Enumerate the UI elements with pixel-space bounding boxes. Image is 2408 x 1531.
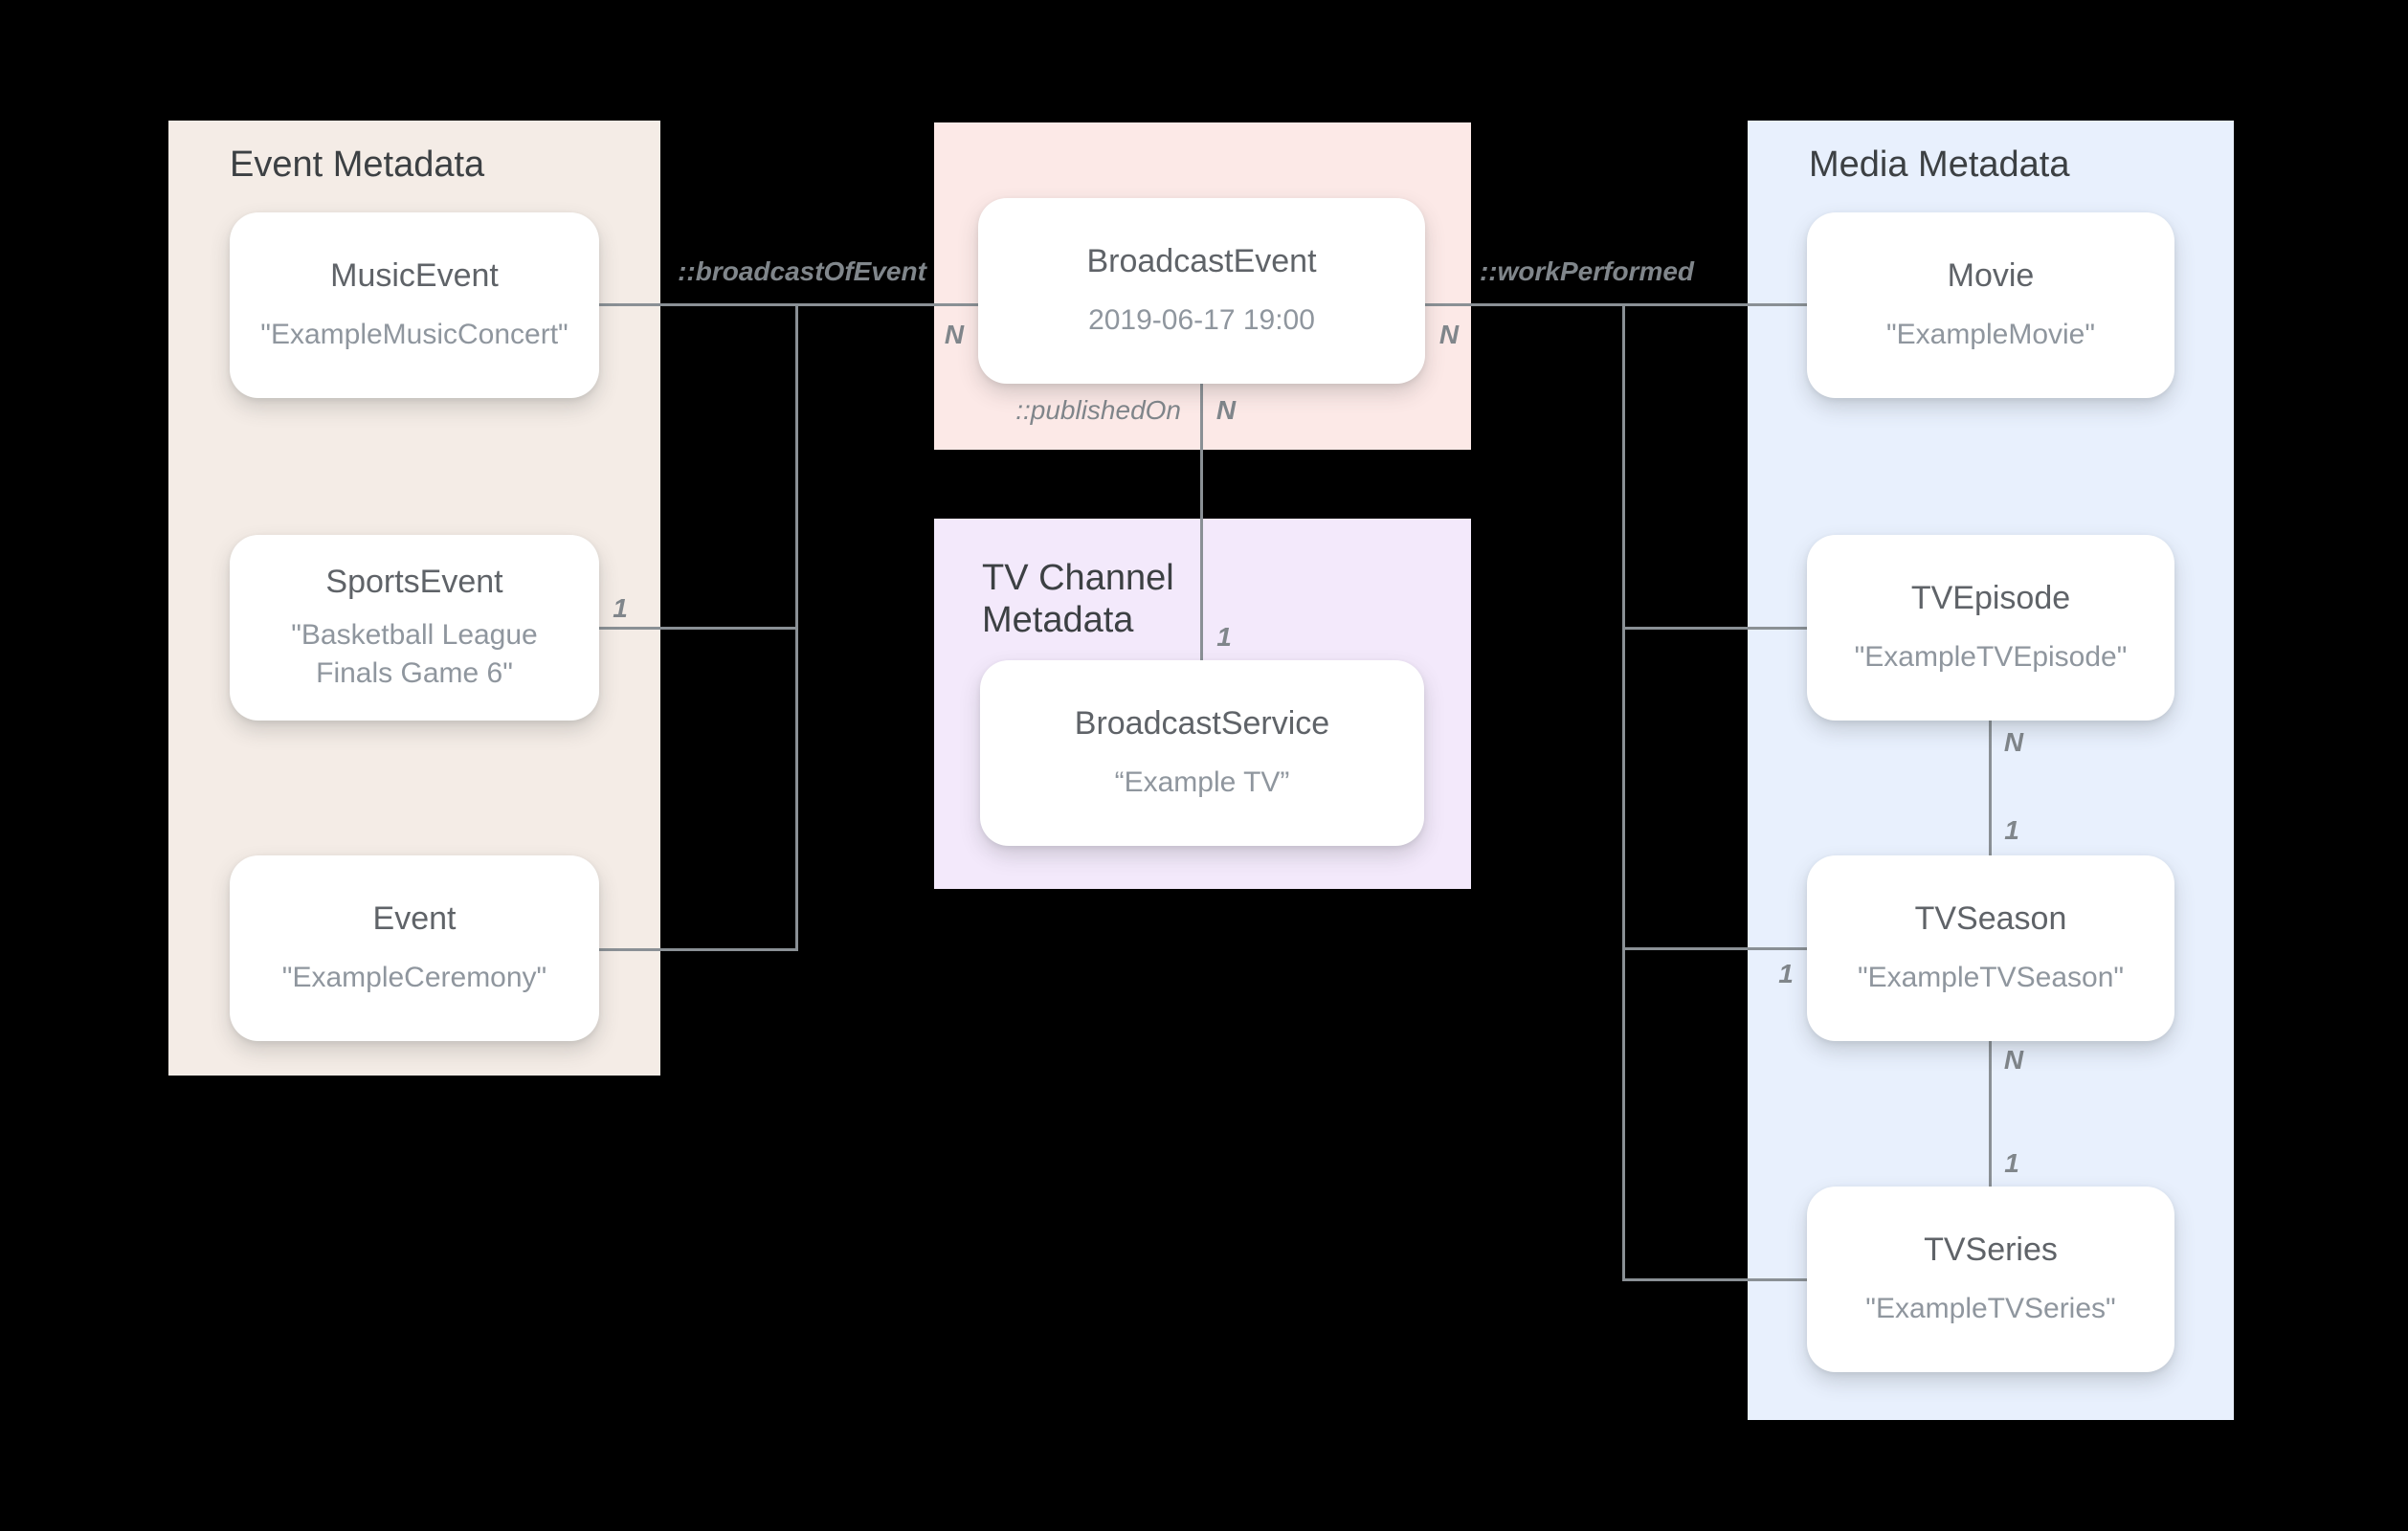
node-broadcast-event-title: BroadcastEvent [1086, 243, 1317, 279]
node-tv-series-title: TVSeries [1924, 1231, 2058, 1268]
node-sports-event-subtitle: "Basketball League Finals Game 6" [291, 619, 538, 689]
relation-label-work-performed: ::workPerformed [1479, 256, 1695, 286]
node-event-title: Event [372, 900, 457, 937]
node-tv-series: TVSeries "ExampleTVSeries" [1807, 1187, 2174, 1372]
cardinality-sportsevent-1: 1 [613, 593, 628, 623]
cardinality-broadcastevent-left-n: N [944, 320, 965, 349]
node-tv-series-subtitle: "ExampleTVSeries" [1865, 1293, 2116, 1324]
line-broadcastevent-broadcastservice [1200, 382, 1203, 660]
node-broadcast-event: BroadcastEvent 2019-06-17 19:00 [978, 198, 1425, 384]
line-event-stub [599, 948, 798, 951]
line-musicevent-broadcastevent [599, 303, 978, 306]
cardinality-episode-season-1: 1 [2004, 815, 2019, 845]
node-movie-title: Movie [1947, 257, 2035, 294]
line-broadcastevent-movie [1425, 303, 1807, 306]
node-tv-season-title: TVSeason [1914, 900, 2067, 937]
node-sports-event: SportsEvent "Basketball League Finals Ga… [230, 535, 599, 721]
cardinality-broadcastservice-1: 1 [1216, 622, 1232, 652]
panel-title-tv-channel-metadata: TV Channel Metadata [982, 558, 1174, 640]
relation-label-broadcast-of-event: ::broadcastOfEvent [678, 256, 926, 286]
node-movie-subtitle: "ExampleMovie" [1885, 319, 2096, 350]
node-tv-episode-title: TVEpisode [1910, 580, 2071, 616]
line-tvseries-stub [1622, 1278, 1807, 1281]
line-sportsevent-stub [599, 627, 798, 630]
node-broadcast-service-title: BroadcastService [1074, 705, 1330, 742]
node-event-subtitle: "ExampleCeremony" [281, 962, 547, 993]
cardinality-episode-season-n: N [2003, 727, 2024, 757]
panel-title-event-metadata: Event Metadata [230, 144, 485, 185]
node-broadcast-event-subtitle: 2019-06-17 19:00 [1088, 304, 1315, 336]
node-tv-season: TVSeason "ExampleTVSeason" [1807, 855, 2174, 1041]
node-music-event-title: MusicEvent [330, 257, 499, 294]
node-tv-episode: TVEpisode "ExampleTVEpisode" [1807, 535, 2174, 721]
node-tv-episode-subtitle: "ExampleTVEpisode" [1854, 641, 2128, 673]
node-sports-event-title: SportsEvent [325, 564, 503, 600]
node-broadcast-service: BroadcastService “Example TV” [980, 660, 1424, 846]
node-broadcast-service-subtitle: “Example TV” [1114, 766, 1290, 798]
panel-title-media-metadata: Media Metadata [1809, 144, 2070, 185]
cardinality-broadcastevent-right-n: N [1438, 320, 1460, 349]
line-tvseason-stub [1622, 947, 1807, 950]
line-tvepisode-stub [1622, 627, 1807, 630]
node-tv-season-subtitle: "ExampleTVSeason" [1857, 962, 2125, 993]
cardinality-season-stub-1: 1 [1778, 959, 1794, 988]
node-music-event-subtitle: "ExampleMusicConcert" [260, 319, 569, 350]
cardinality-season-series-1: 1 [2004, 1148, 2019, 1178]
line-tvseason-tvseries [1989, 1041, 1992, 1187]
relation-label-published-on: ::publishedOn [1015, 395, 1181, 425]
line-right-junction-vertical [1622, 303, 1625, 1281]
line-tvepisode-tvseason [1989, 721, 1992, 855]
cardinality-published-on-n: N [1215, 395, 1237, 425]
node-music-event: MusicEvent "ExampleMusicConcert" [230, 212, 599, 398]
node-event: Event "ExampleCeremony" [230, 855, 599, 1041]
node-movie: Movie "ExampleMovie" [1807, 212, 2174, 398]
cardinality-season-series-n: N [2003, 1045, 2024, 1075]
